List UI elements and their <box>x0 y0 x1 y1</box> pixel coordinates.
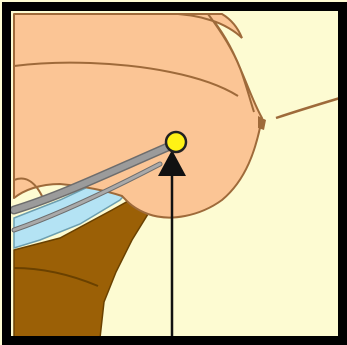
target-marker[interactable] <box>166 132 186 152</box>
